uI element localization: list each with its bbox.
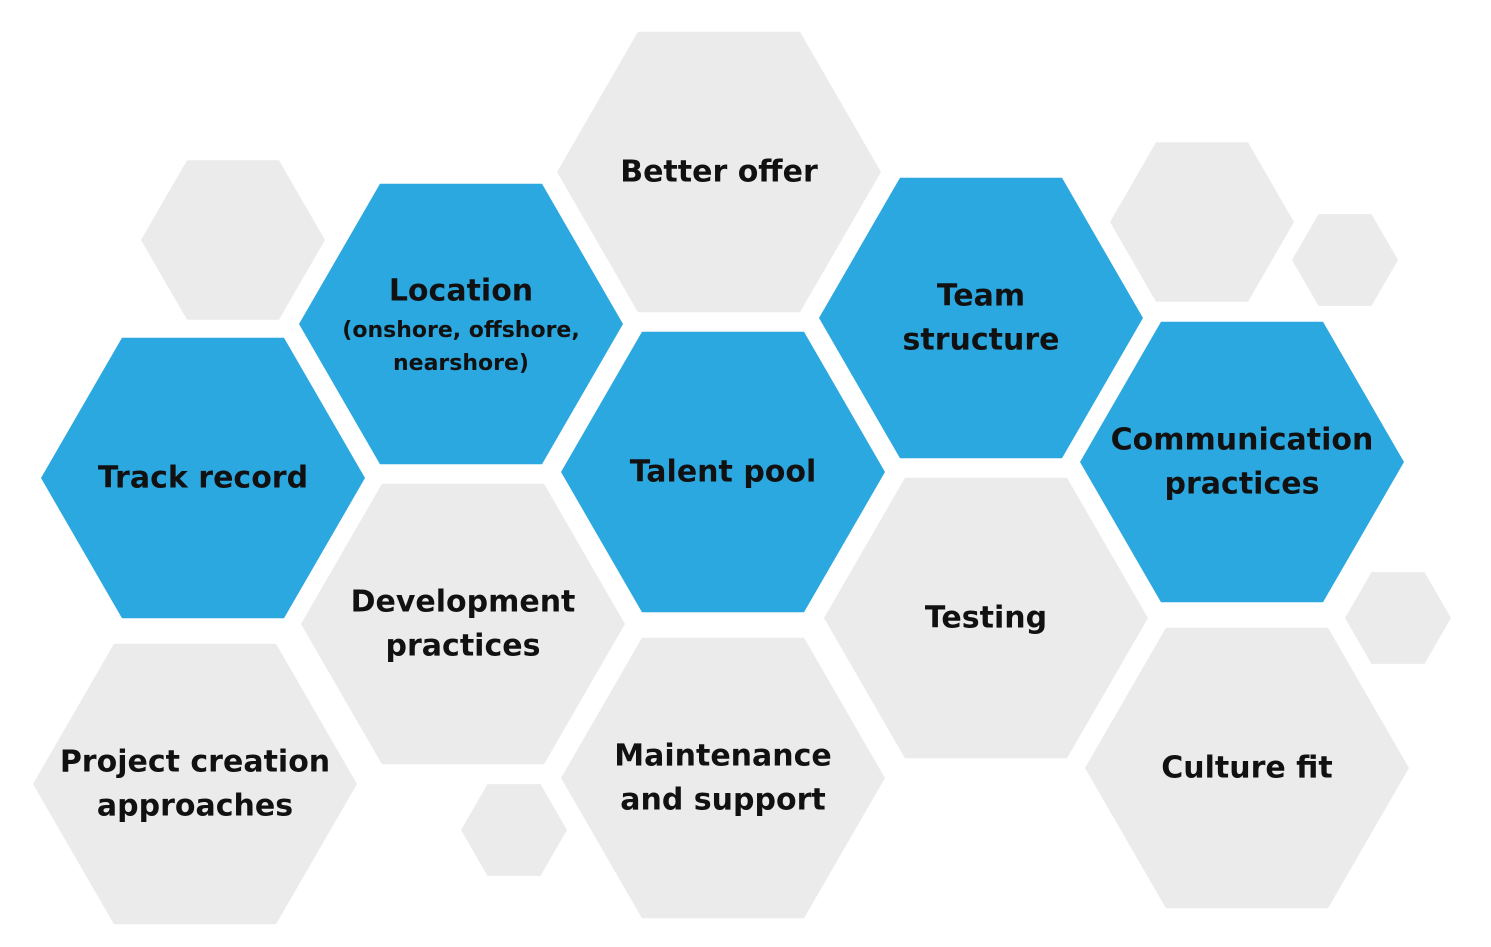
label-project-creation-approaches-line-1: Project creation [60,745,330,780]
hexagon-decor-2 [1110,142,1294,302]
label-layer: Track record Location (onshore, offshore, n… [60,155,1374,824]
sublabel-location-line-2: nearshore) [393,351,529,376]
hexagon-testing [824,477,1148,759]
hexagon-maintenance-and-support [561,637,885,919]
label-development-practices-line-2: practices [386,629,541,664]
label-team-structure-line-2: structure [903,323,1060,358]
hexagon-culture-fit [1085,627,1409,909]
hexagon-decor-4 [1345,572,1451,664]
hexagon-decor-5 [461,784,567,876]
hexagon-communication-practices [1080,321,1404,603]
label-project-creation-approaches-line-2: approaches [97,789,293,824]
label-track-record-line-1: Track record [98,461,308,496]
hexagon-team-structure [819,177,1143,459]
label-communication-practices-line-1: Communication [1111,423,1374,458]
label-testing-line-1: Testing [925,601,1047,636]
hexagon-location [299,183,623,465]
label-talent-pool-line-1: Talent pool [630,455,817,490]
label-location-line-1: Location [389,274,533,309]
label-maintenance-and-support-line-1: Maintenance [614,739,832,774]
label-maintenance-and-support-line-2: and support [620,783,825,818]
hexagon-layer [33,31,1451,925]
hexagon-better-offer [557,31,881,313]
label-communication-practices-line-2: practices [1165,467,1320,502]
hexagon-decor-3 [1292,214,1398,306]
label-culture-fit-line-1: Culture fit [1161,751,1333,786]
hexagon-development-practices [301,483,625,765]
hexagon-talent-pool [561,331,885,613]
sublabel-location-line-1: (onshore, offshore, [342,318,579,343]
hexagon-project-creation-approaches [33,643,357,925]
label-development-practices-line-1: Development [351,585,576,620]
hexagon-track-record [41,337,365,619]
hexagon-decor-1 [141,160,325,320]
label-better-offer-line-1: Better offer [620,155,818,190]
label-team-structure-line-1: Team [937,279,1025,314]
